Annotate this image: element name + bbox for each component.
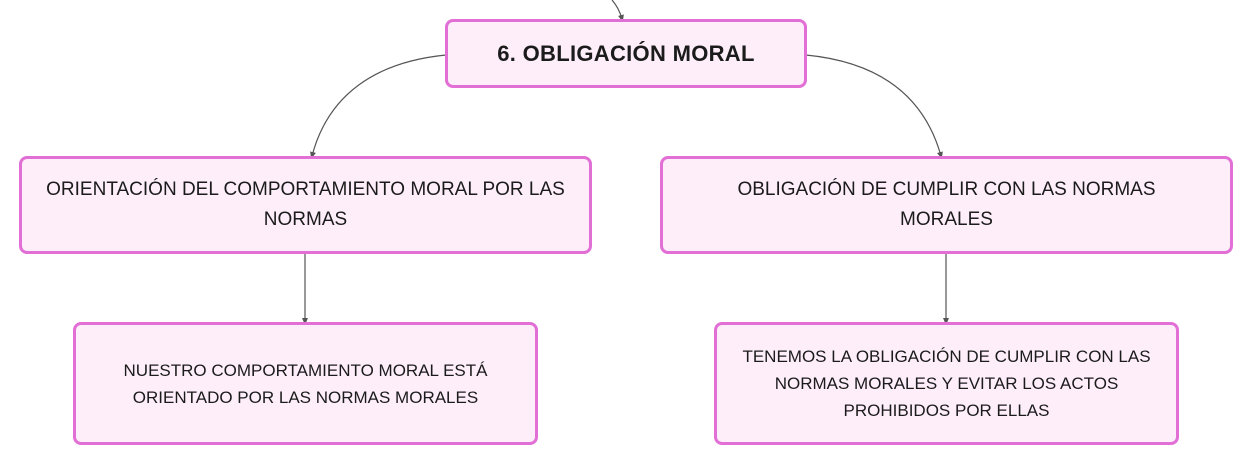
branch-node-orientacion[interactable]: ORIENTACIÓN DEL COMPORTAMIENTO MORAL POR…: [19, 156, 592, 254]
branch-node-obligacion[interactable]: OBLIGACIÓN DE CUMPLIR CON LAS NORMAS MOR…: [660, 156, 1233, 254]
root-node-label: 6. OBLIGACIÓN MORAL: [497, 40, 755, 66]
connector-root-to-right-branch: [805, 54, 943, 159]
leaf-node-orientacion[interactable]: NUESTRO COMPORTAMIENTO MORAL ESTÁ ORIENT…: [73, 322, 538, 445]
leaf-node-orientacion-label: NUESTRO COMPORTAMIENTO MORAL ESTÁ ORIENT…: [123, 360, 488, 407]
connector-parent-to-root: [611, 0, 624, 22]
branch-node-obligacion-label: OBLIGACIÓN DE CUMPLIR CON LAS NORMAS MOR…: [737, 179, 1156, 230]
branch-node-orientacion-label: ORIENTACIÓN DEL COMPORTAMIENTO MORAL POR…: [46, 179, 565, 230]
connector-root-to-left-branch: [310, 54, 447, 159]
leaf-node-obligacion[interactable]: TENEMOS LA OBLIGACIÓN DE CUMPLIR CON LAS…: [714, 322, 1179, 445]
root-node[interactable]: 6. OBLIGACIÓN MORAL: [445, 19, 807, 88]
leaf-node-obligacion-label: TENEMOS LA OBLIGACIÓN DE CUMPLIR CON LAS…: [742, 347, 1151, 420]
